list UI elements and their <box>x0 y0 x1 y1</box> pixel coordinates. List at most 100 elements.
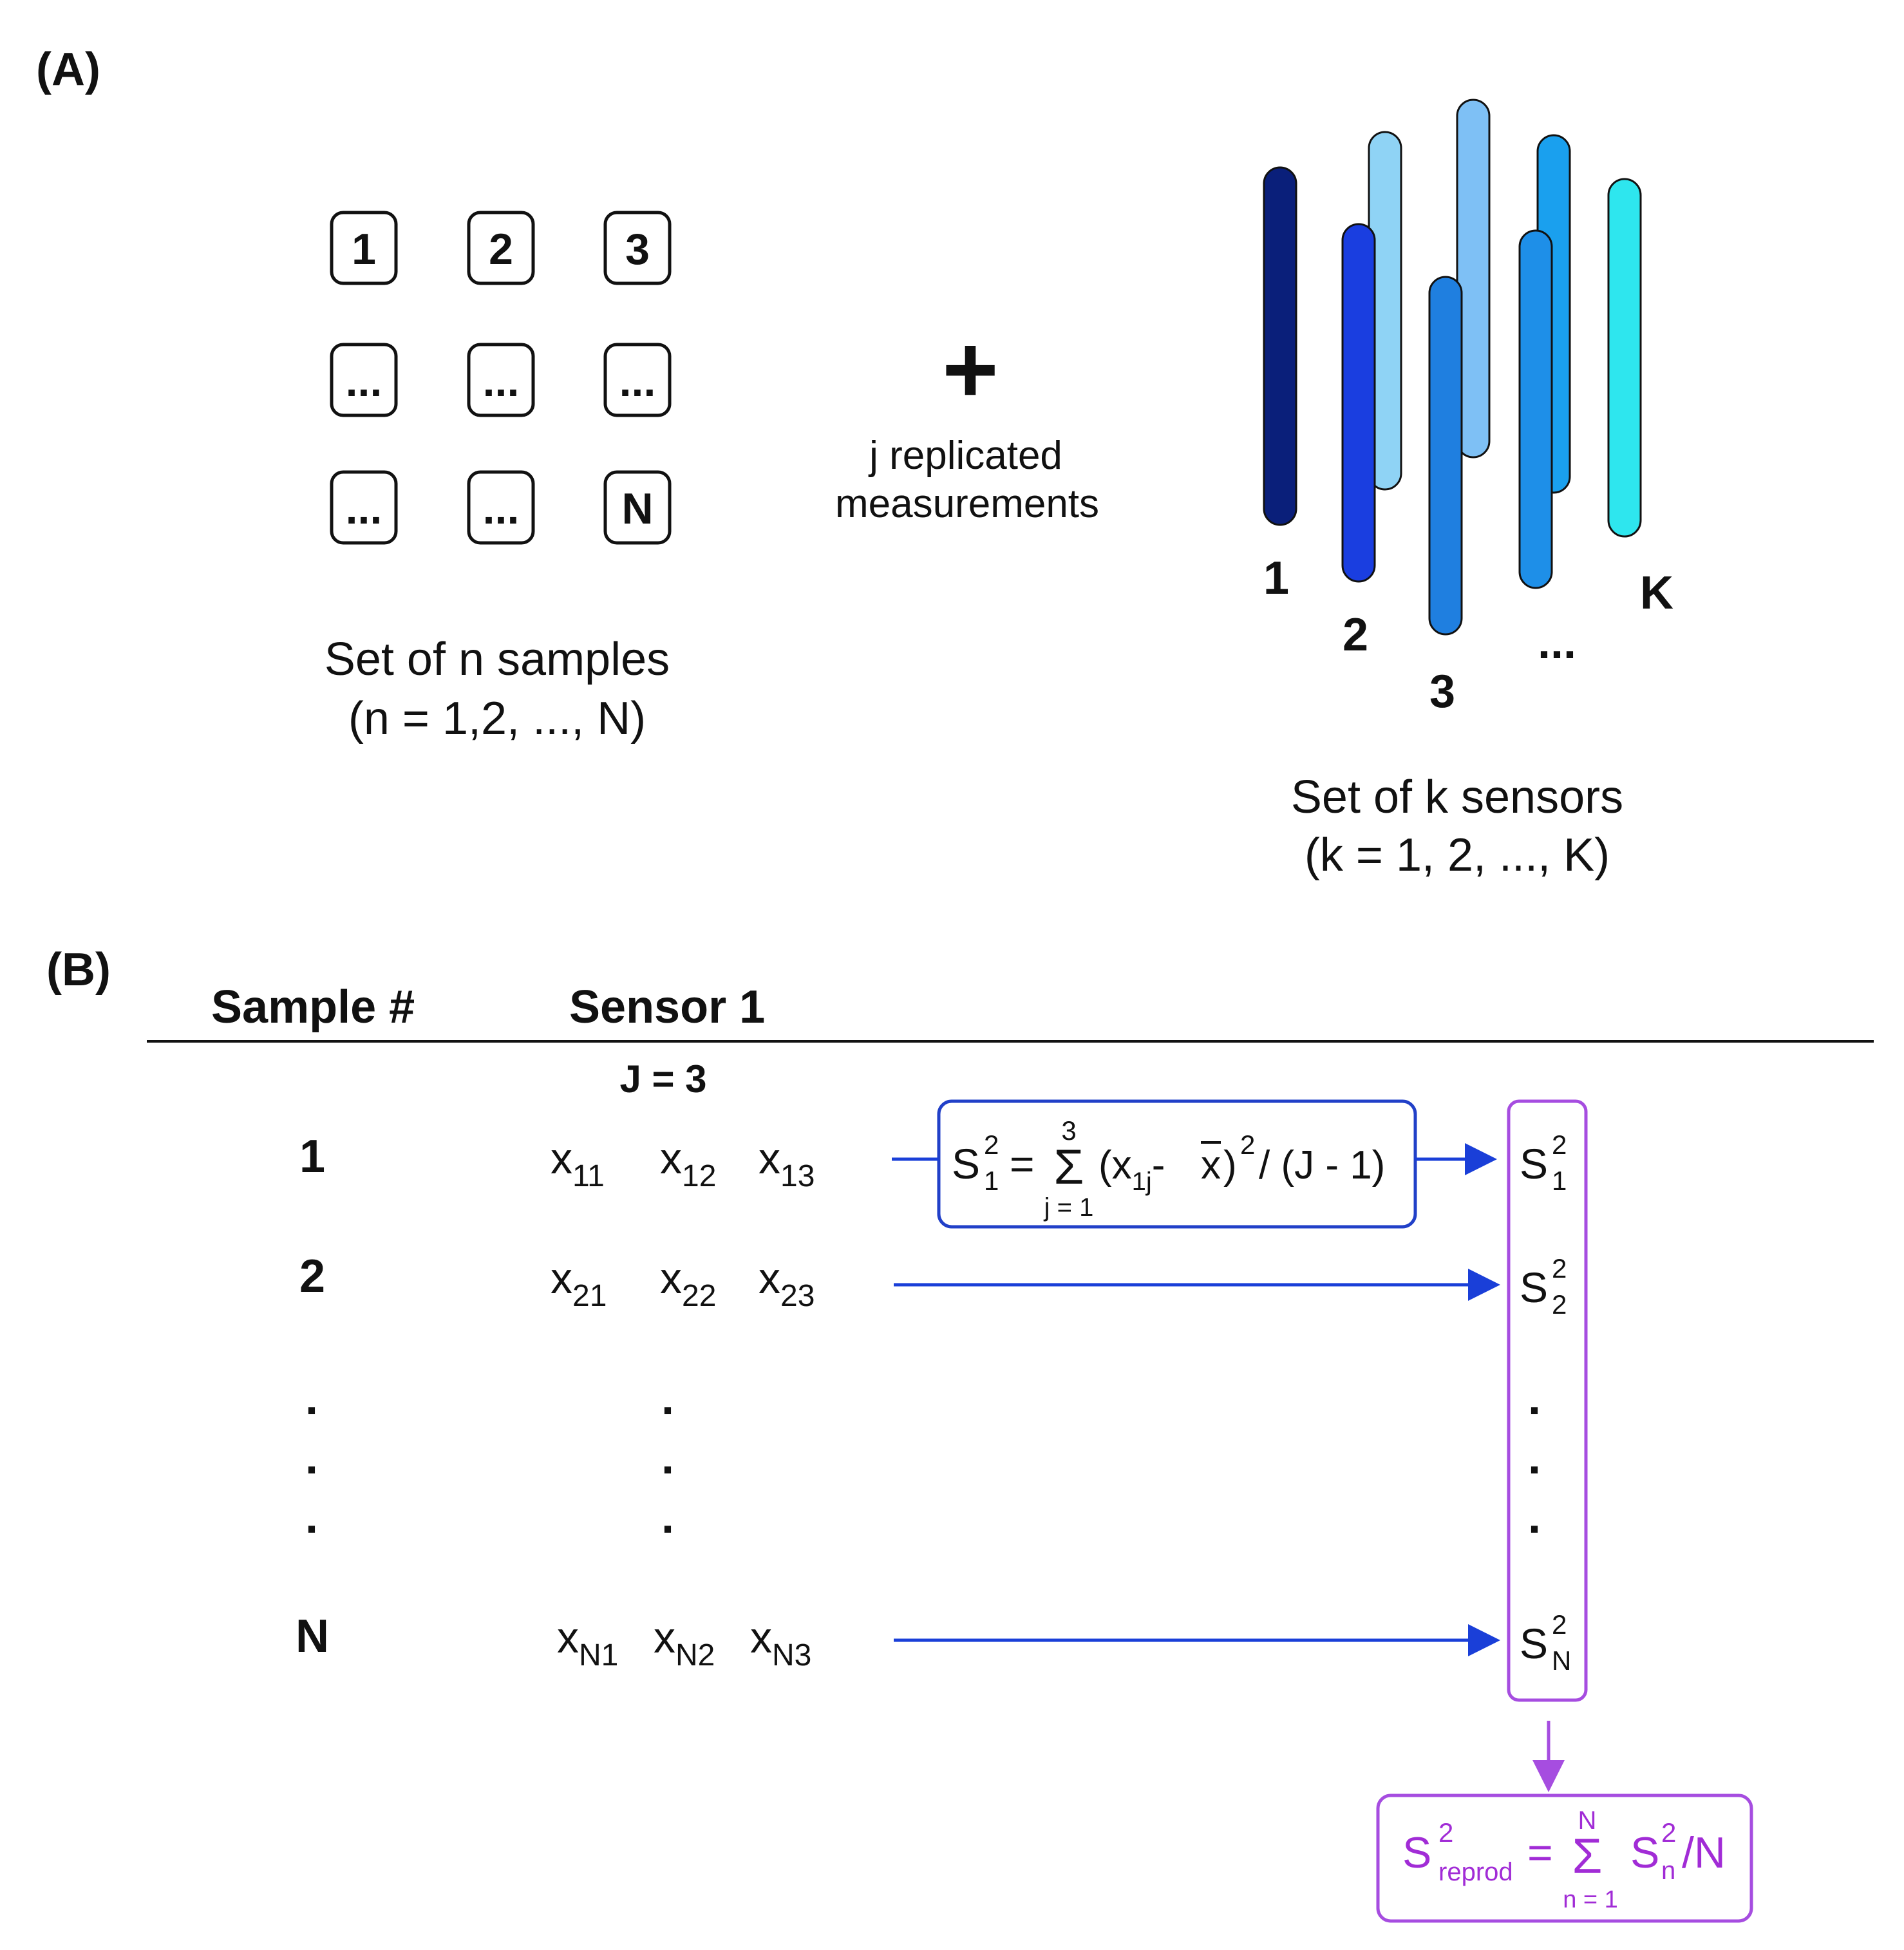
sample-box-label: 2 <box>489 225 513 274</box>
sample-variance: S <box>1520 1264 1548 1311</box>
svg-text:.: . <box>305 1432 318 1484</box>
sample-variance-sup: 2 <box>1552 1609 1567 1640</box>
sample-variance-sub: 1 <box>1552 1166 1567 1196</box>
sensor-label: 3 <box>1429 666 1455 717</box>
variance-formula: S 2 1 = 3 Σ j = 1 (x1j- x ) 2 / (J - 1) <box>937 1099 1417 1229</box>
measurement: x12 <box>660 1134 716 1193</box>
sensor-label: 1 <box>1263 553 1289 604</box>
sample-box: 2 <box>467 211 535 285</box>
samples-caption-line2: (n = 1,2, ..., N) <box>348 693 646 744</box>
measurement: x22 <box>660 1254 716 1313</box>
svg-text:/N: /N <box>1682 1828 1726 1877</box>
svg-text:n: n <box>1661 1857 1675 1885</box>
sample-box-label: ... <box>346 484 382 533</box>
svg-text:S: S <box>1630 1828 1659 1877</box>
measurement: x21 <box>551 1254 607 1313</box>
svg-text:.: . <box>1528 1373 1541 1425</box>
sensors-caption-line2: (k = 1, 2, ..., K) <box>1305 829 1610 881</box>
sample-variance-sup: 2 <box>1552 1130 1567 1160</box>
reprod-formula: S 2 reprod = N Σ n = 1 S 2 n /N <box>1376 1794 1753 1923</box>
sample-box-label: ... <box>483 484 520 533</box>
sensor-bar <box>1263 166 1297 526</box>
svg-text:.: . <box>305 1491 318 1543</box>
svg-text:.: . <box>1528 1491 1541 1543</box>
svg-text:Σ: Σ <box>1572 1829 1603 1884</box>
sensor-label: 2 <box>1343 609 1368 661</box>
samples-caption-line1: Set of n samples <box>325 634 670 685</box>
measurement: x23 <box>759 1254 815 1313</box>
sensor-bar <box>1428 276 1463 636</box>
svg-text:S: S <box>952 1140 980 1188</box>
svg-text:.: . <box>661 1373 674 1425</box>
sensors-caption-line1: Set of k sensors <box>1291 771 1623 823</box>
svg-text:n = 1: n = 1 <box>1563 1886 1618 1913</box>
svg-text:1: 1 <box>984 1166 999 1196</box>
sample-variance-sub: N <box>1552 1645 1571 1676</box>
sensor-bar <box>1341 223 1376 583</box>
svg-text:(x1j-: (x1j- <box>1098 1143 1165 1196</box>
sample-box-label: 1 <box>352 225 376 274</box>
panel-a-label: (A) <box>36 44 100 95</box>
sample-box-label: N <box>621 484 653 533</box>
sample-number: 1 <box>299 1131 325 1182</box>
sample-box-label: ... <box>483 357 520 406</box>
measurement: xN3 <box>750 1613 811 1672</box>
svg-text:2: 2 <box>984 1130 999 1160</box>
measurement: x13 <box>759 1134 815 1193</box>
svg-text:=: = <box>1527 1828 1553 1877</box>
panel-b-label: (B) <box>46 944 111 996</box>
sample-box-label: ... <box>346 357 382 406</box>
j-label: J = 3 <box>619 1057 706 1101</box>
replicated-line2: measurements <box>835 482 1099 526</box>
measurement: xN2 <box>654 1613 715 1672</box>
svg-text:2: 2 <box>1661 1817 1676 1848</box>
sensor-label: ... <box>1538 617 1576 668</box>
vertical-ellipsis: . . . . . . . . . <box>305 1373 1541 1543</box>
plus-sign: + <box>942 315 999 423</box>
sample-box: ... <box>330 470 398 545</box>
sample-box-label: ... <box>619 357 656 406</box>
sample-box: 1 <box>330 211 398 285</box>
svg-text:N: N <box>1578 1806 1597 1835</box>
svg-text:x: x <box>1201 1143 1221 1188</box>
sensor-label: K <box>1640 567 1673 619</box>
sample-box: 3 <box>603 211 672 285</box>
svg-text:2: 2 <box>1438 1817 1453 1848</box>
svg-text:=: = <box>1010 1140 1035 1188</box>
replicated-line1: j replicated <box>868 433 1062 478</box>
sample-variance-sub: 2 <box>1552 1289 1567 1320</box>
svg-text:.: . <box>661 1491 674 1543</box>
sensor-bar <box>1456 99 1491 459</box>
svg-text:.: . <box>305 1373 318 1425</box>
svg-text:): ) <box>1223 1143 1237 1188</box>
sensor-bar <box>1607 178 1642 538</box>
measurement: xN1 <box>557 1613 618 1672</box>
sample-variance-sup: 2 <box>1552 1253 1567 1283</box>
sample-box-label: 3 <box>625 225 650 274</box>
sample-number: N <box>296 1611 329 1662</box>
svg-text:reprod: reprod <box>1438 1858 1513 1886</box>
svg-text:/ (J - 1): / (J - 1) <box>1259 1143 1385 1188</box>
sensor-bar <box>1518 229 1553 589</box>
variance-column <box>1507 1099 1588 1702</box>
sample-grid: 1 2 3 ... ... ... ... ... <box>330 211 672 545</box>
sample-box: ... <box>467 343 535 417</box>
svg-text:Σ: Σ <box>1054 1140 1084 1195</box>
svg-text:.: . <box>1528 1432 1541 1484</box>
sample-variance: S <box>1520 1620 1548 1667</box>
sample-box: ... <box>330 343 398 417</box>
svg-text:j = 1: j = 1 <box>1044 1193 1094 1222</box>
svg-text:S: S <box>1402 1828 1431 1877</box>
sample-box: ... <box>603 343 672 417</box>
sample-variance: S <box>1520 1140 1548 1188</box>
svg-text:3: 3 <box>1061 1115 1076 1146</box>
sensor-bars <box>1263 99 1642 636</box>
svg-text:.: . <box>661 1432 674 1484</box>
sample-number: 2 <box>299 1251 325 1302</box>
measurement: x11 <box>551 1134 605 1193</box>
header-sensor: Sensor 1 <box>569 981 765 1033</box>
sample-box: N <box>603 470 672 545</box>
svg-text:2: 2 <box>1240 1130 1255 1160</box>
sample-box: ... <box>467 470 535 545</box>
